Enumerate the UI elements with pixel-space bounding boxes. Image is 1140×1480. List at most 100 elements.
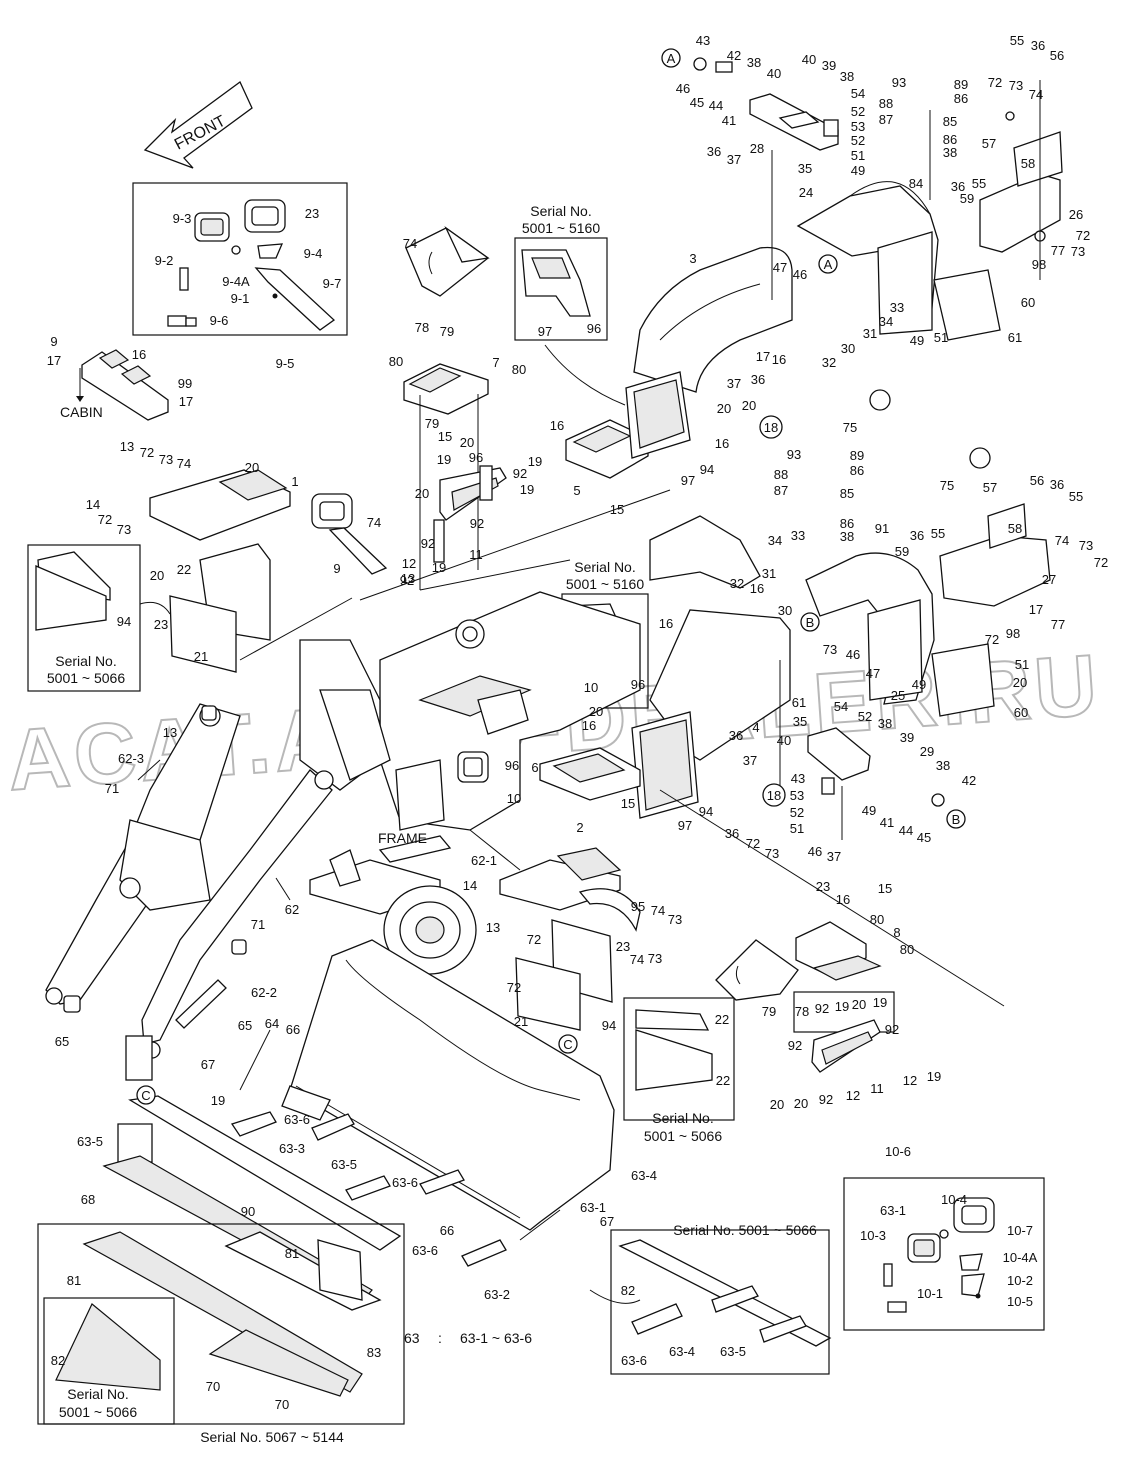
part-label: 74 (177, 456, 191, 471)
bucket-63 (239, 939, 615, 1241)
part-label: 80 (870, 912, 884, 927)
part-label: 79 (425, 416, 439, 431)
callout-b-1: B (800, 612, 820, 632)
svg-text:C: C (141, 1088, 150, 1103)
part-label: 72 (1094, 555, 1108, 570)
part-label: 39 (822, 58, 836, 73)
part-label: 10 (507, 791, 521, 806)
part-label: 81 (285, 1246, 299, 1261)
part-label: 47 (773, 260, 787, 275)
part-label: 97 (678, 818, 692, 833)
callout-c-1: C (558, 1034, 578, 1054)
part-label: 22 (716, 1073, 730, 1088)
part-label: 19 (873, 995, 887, 1010)
step-2 (499, 847, 641, 932)
part-label: 16 (659, 616, 673, 631)
bracket-28 (693, 57, 839, 151)
part-label: 92 (815, 1001, 829, 1016)
part-label: 19 (211, 1093, 225, 1108)
part-label: 40 (802, 52, 816, 67)
cap-75-a (869, 389, 891, 411)
part-label: 27 (1042, 572, 1056, 587)
rim-95 (383, 885, 477, 975)
part-label: 32 (822, 355, 836, 370)
callout-18-2: 18 (762, 783, 786, 807)
part-label: 40 (767, 66, 781, 81)
part-label: 52 (851, 104, 865, 119)
step-78-upper (405, 226, 490, 297)
part-label: 38 (878, 716, 892, 731)
part-label: 59 (960, 191, 974, 206)
part-label: 16 (750, 581, 764, 596)
part-label: 10-1 (917, 1286, 943, 1301)
part-label: 57 (982, 136, 996, 151)
part-label: 15 (610, 502, 624, 517)
part-label: 12 (402, 556, 416, 571)
bushing-62-3 (201, 705, 217, 721)
part-label: 16 (132, 347, 146, 362)
part-label: 41 (880, 815, 894, 830)
part-label: 13 (401, 571, 415, 586)
part-label: 14 (86, 497, 100, 512)
part-label: 56 (1030, 473, 1044, 488)
part-label: 71 (105, 781, 119, 796)
part-label: 63-2 (484, 1287, 510, 1302)
part-label: 66 (440, 1223, 454, 1238)
part-label: 63-1 (880, 1203, 906, 1218)
part-label: 9-4A (222, 274, 250, 289)
part-label: 74 (651, 903, 665, 918)
part-label: 20 (460, 435, 474, 450)
part-label: 37 (727, 152, 741, 167)
part-label: 10 (584, 680, 598, 695)
part-label: 35 (793, 714, 807, 729)
part-label: 24 (799, 185, 813, 200)
part-label: 86 (943, 132, 957, 147)
part-label: 63-5 (331, 1157, 357, 1172)
part-label: 63-3 (279, 1141, 305, 1156)
inset-sn-5001-5160-a (514, 237, 608, 341)
main-frame (299, 515, 761, 831)
part-label: 23 (154, 617, 168, 632)
part-label: 36 (729, 728, 743, 743)
part-label: 94 (117, 614, 131, 629)
part-label: 36 (1050, 477, 1064, 492)
part-label: 15 (878, 881, 892, 896)
part-label: 46 (676, 81, 690, 96)
frame-label: FRAME (378, 830, 427, 846)
lamp-bracket-27 (931, 503, 1051, 717)
part-label: 42 (727, 48, 741, 63)
part-label: 72 (527, 932, 541, 947)
svg-text:A: A (667, 51, 676, 66)
part-label: 17 (179, 394, 193, 409)
part-label: 81 (67, 1273, 81, 1288)
svg-text:B: B (952, 812, 961, 827)
step-6 (539, 747, 641, 801)
part-label: 10-7 (1007, 1223, 1033, 1238)
part-label: 38 (840, 529, 854, 544)
pin-71-b (275, 877, 291, 901)
part-label: 26 (1069, 207, 1083, 222)
callout-a-2: A (818, 254, 838, 274)
part-label: 45 (917, 830, 931, 845)
inset-sn-5001-5066-c (43, 1297, 175, 1425)
part-label: 16 (582, 718, 596, 733)
part-label: 37 (827, 849, 841, 864)
part-label: 72 (746, 836, 760, 851)
part-label: 36 (725, 826, 739, 841)
part-label: 36 (751, 372, 765, 387)
formula-sep: : (438, 1330, 442, 1346)
part-label: 31 (863, 326, 877, 341)
part-label: 22 (177, 562, 191, 577)
part-label: 62 (285, 902, 299, 917)
part-label: 53 (790, 788, 804, 803)
part-label: 67 (201, 1057, 215, 1072)
part-label: 9-4 (304, 246, 323, 261)
inset-sn-5001-5066-a (27, 544, 141, 692)
part-label: 60 (1021, 295, 1035, 310)
bracket-24-84 (796, 181, 939, 335)
part-label: 29 (920, 744, 934, 759)
part-label: 17 (47, 353, 61, 368)
part-label: 62-2 (251, 985, 277, 1000)
part-label: 63-5 (720, 1344, 746, 1359)
